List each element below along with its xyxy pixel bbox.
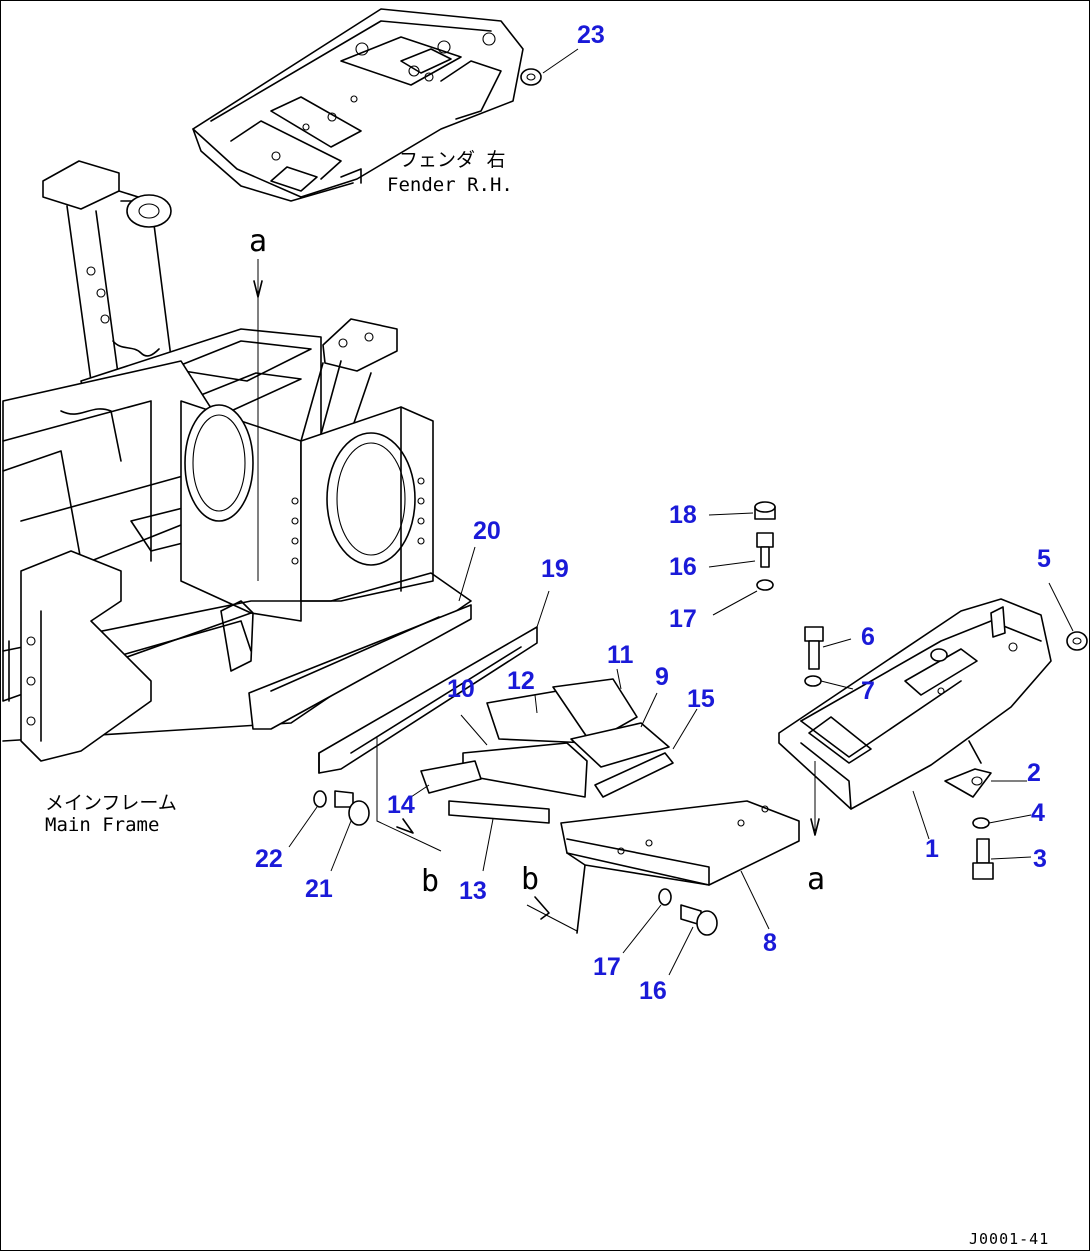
part-16-bolt-upper <box>756 532 774 568</box>
view-letter-a-bottom: a <box>807 862 825 897</box>
callout-4: 4 <box>1031 799 1045 827</box>
callout-6: 6 <box>861 623 875 651</box>
part-13-bar <box>448 800 550 824</box>
view-arrow-a-top <box>253 259 263 581</box>
part-14-pad <box>420 760 482 794</box>
callout-2: 2 <box>1027 759 1041 787</box>
callout-numbers: 1 2 3 4 5 6 7 8 9 10 11 12 13 14 15 16 1… <box>255 21 1051 1005</box>
callout-19: 19 <box>541 555 569 583</box>
view-letter-a-top: a <box>249 224 267 259</box>
view-letter-b-left: b <box>421 864 439 899</box>
part-19-bracket <box>318 626 538 774</box>
callout-13: 13 <box>459 877 487 905</box>
callout-16-upper: 16 <box>669 553 697 581</box>
part-8-cover <box>560 800 800 934</box>
part-20-bracket <box>248 604 472 730</box>
view-arrow-a-bottom <box>810 761 820 836</box>
drawing-number: J0001-41 <box>969 1230 1049 1248</box>
captions: フェンダ 右 Fender R.H. メインフレーム Main Frame J0… <box>45 149 1049 1248</box>
part-5-nut <box>1066 631 1088 651</box>
callout-7: 7 <box>861 677 875 705</box>
callout-21: 21 <box>305 875 333 903</box>
part-7-washer <box>804 675 822 687</box>
part-22-washer <box>313 790 327 808</box>
caption-main-frame-en: Main Frame <box>45 814 159 836</box>
fender-rh-drawing <box>192 8 524 202</box>
callout-5: 5 <box>1037 545 1051 573</box>
view-arrow-b-right <box>526 896 578 932</box>
part-23-nut <box>520 68 542 86</box>
callout-23: 23 <box>577 21 605 49</box>
part-9-plate <box>570 722 670 768</box>
caption-main-frame-jp: メインフレーム <box>45 792 177 814</box>
part-21-bolt <box>334 790 370 826</box>
callout-15: 15 <box>687 685 715 713</box>
part-3-bolt <box>972 838 994 880</box>
part-11-plate <box>552 678 638 744</box>
callout-14: 14 <box>387 791 415 819</box>
part-4-washer <box>972 817 990 829</box>
callout-3: 3 <box>1033 845 1047 873</box>
part-17-washer-lower <box>658 888 672 906</box>
callout-12: 12 <box>507 667 535 695</box>
part-16-bolt-lower <box>680 904 718 936</box>
callout-20: 20 <box>473 517 501 545</box>
caption-fender-en: Fender R.H. <box>387 174 513 196</box>
main-frame-drawing <box>2 160 472 762</box>
part-15-bar <box>594 752 674 798</box>
callout-18: 18 <box>669 501 697 529</box>
callout-10: 10 <box>447 675 475 703</box>
callout-8: 8 <box>763 929 777 957</box>
callout-9: 9 <box>655 663 669 691</box>
callout-11: 11 <box>607 641 634 669</box>
caption-fender-jp: フェンダ 右 <box>399 149 505 171</box>
part-18-cap <box>754 501 776 520</box>
view-arrow-b-left <box>376 737 442 852</box>
part-17-washer-upper <box>756 579 774 591</box>
callout-1: 1 <box>925 835 939 863</box>
callout-17-lower: 17 <box>593 953 621 981</box>
view-letters: a a b b <box>249 224 825 899</box>
view-letter-b-right: b <box>521 862 539 897</box>
part-6-bolt <box>804 626 824 670</box>
leader-lines <box>288 48 1074 976</box>
part-10-plate <box>462 742 588 798</box>
part-2-plate <box>944 768 992 798</box>
callout-16-lower: 16 <box>639 977 667 1005</box>
callout-17-upper: 17 <box>669 605 697 633</box>
callout-22: 22 <box>255 845 283 873</box>
